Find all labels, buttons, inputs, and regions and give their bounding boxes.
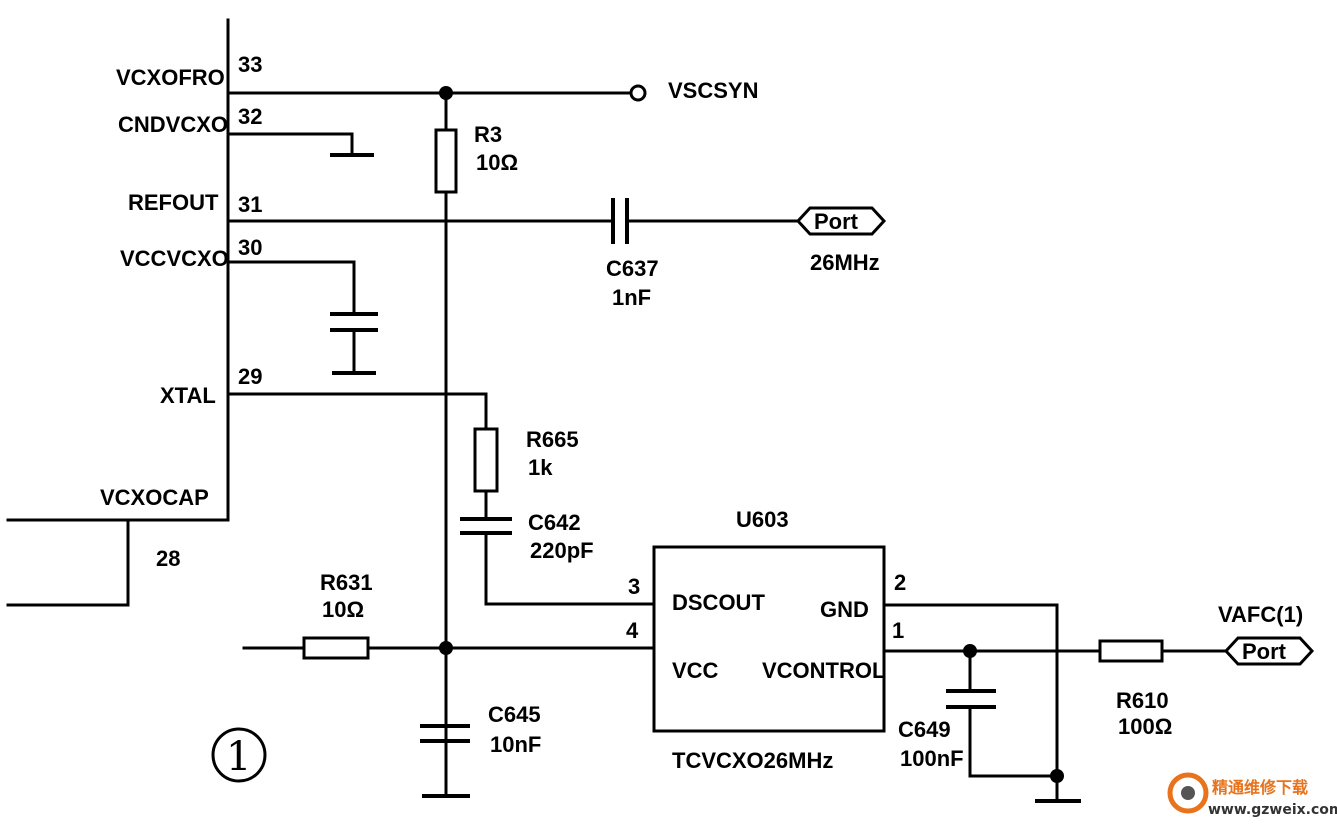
- r3-value: 10Ω: [476, 150, 518, 175]
- ref-freq-label: 26MHz: [810, 250, 880, 275]
- c637-value: 1nF: [612, 285, 651, 310]
- r610-ref: R610: [1116, 688, 1169, 713]
- ic-pin-num-29: 29: [238, 364, 262, 389]
- port-26mhz-shape: [795, 206, 887, 236]
- net-vscsyn: [226, 84, 647, 102]
- r3-resistor: [434, 128, 458, 194]
- net-vcc: [242, 636, 656, 798]
- u603-block: [652, 545, 886, 733]
- ic-pin-name-vcxofro: VCXOFRO: [116, 65, 225, 90]
- ic-pin-name-refout: REFOUT: [128, 190, 219, 215]
- c637-ref: C637: [606, 256, 659, 281]
- net-vccvcxo: [226, 260, 378, 375]
- r665-ref: R665: [526, 427, 579, 452]
- ic-pin-name-cndvcxo: CNDVCXO: [118, 112, 228, 137]
- net-cndvcxo: [226, 132, 374, 157]
- r631-resistor: [302, 636, 370, 660]
- ic-pin-num-33: 33: [238, 52, 262, 77]
- port-vafc-label: Port: [1242, 639, 1287, 664]
- c645-ref: C645: [488, 702, 541, 727]
- watermark-brand: 精通维修下载: [1212, 778, 1308, 797]
- net-vcontrol: [882, 636, 1315, 778]
- ic-pin-num-30: 30: [238, 235, 262, 260]
- net-refout: [226, 198, 887, 244]
- r665-resistor: [473, 427, 499, 493]
- watermark-logo-icon: [1167, 772, 1209, 814]
- vscsyn-terminal: [629, 84, 647, 102]
- ic-pin-num-31: 31: [238, 192, 262, 217]
- net-gnd: [882, 603, 1081, 803]
- r610-value: 100Ω: [1118, 714, 1172, 739]
- r631-value: 10Ω: [322, 597, 364, 622]
- port-26mhz-label: Port: [814, 209, 859, 234]
- junction-dot: [439, 641, 453, 655]
- c649-value: 100nF: [900, 746, 964, 771]
- u603-pin-num-3: 3: [628, 574, 640, 599]
- r665-value: 1k: [528, 455, 553, 480]
- watermark: 精通维修下载 www.gzweix.com: [1167, 772, 1337, 818]
- u603-pin-num-2: 2: [894, 570, 906, 595]
- c645-value: 10nF: [490, 732, 541, 757]
- port-vafc-shape: [1223, 636, 1315, 666]
- c642-value: 220pF: [530, 538, 594, 563]
- u603-pin-dscout: DSCOUT: [672, 590, 765, 615]
- r631-ref: R631: [320, 570, 373, 595]
- ic-pin-name-xtal: XTAL: [160, 383, 216, 408]
- net-xtal: [226, 392, 656, 606]
- figure-marker-circle: [211, 727, 267, 783]
- ic-outline: [6, 18, 230, 607]
- r3-ref: R3: [474, 122, 502, 147]
- ic-pin-name-vcxocap: VCXOCAP: [100, 485, 209, 510]
- u603-pin-num-4: 4: [626, 618, 639, 643]
- u603-pin-num-1: 1: [892, 618, 904, 643]
- u603-ref: U603: [736, 507, 789, 532]
- vscsyn-label: VSCSYN: [668, 78, 758, 103]
- c649-ref: C649: [898, 717, 951, 742]
- u603-pin-gnd: GND: [820, 597, 869, 622]
- u603-pin-vcc: VCC: [672, 658, 719, 683]
- vafc-label: VAFC(1): [1218, 602, 1303, 627]
- ic-pin-name-vccvcxo: VCCVCXO: [120, 246, 229, 271]
- c642-ref: C642: [528, 510, 581, 535]
- watermark-url: www.gzweix.com: [1208, 802, 1337, 818]
- u603-part: TCVCXO26MHz: [672, 748, 833, 773]
- ic-pin-num-32: 32: [238, 104, 262, 129]
- ic-pin-num-28: 28: [156, 546, 180, 571]
- figure-marker: 1: [226, 734, 251, 780]
- r610-resistor: [1098, 639, 1164, 663]
- u603-pin-vcontrol: VCONTROL: [762, 658, 885, 683]
